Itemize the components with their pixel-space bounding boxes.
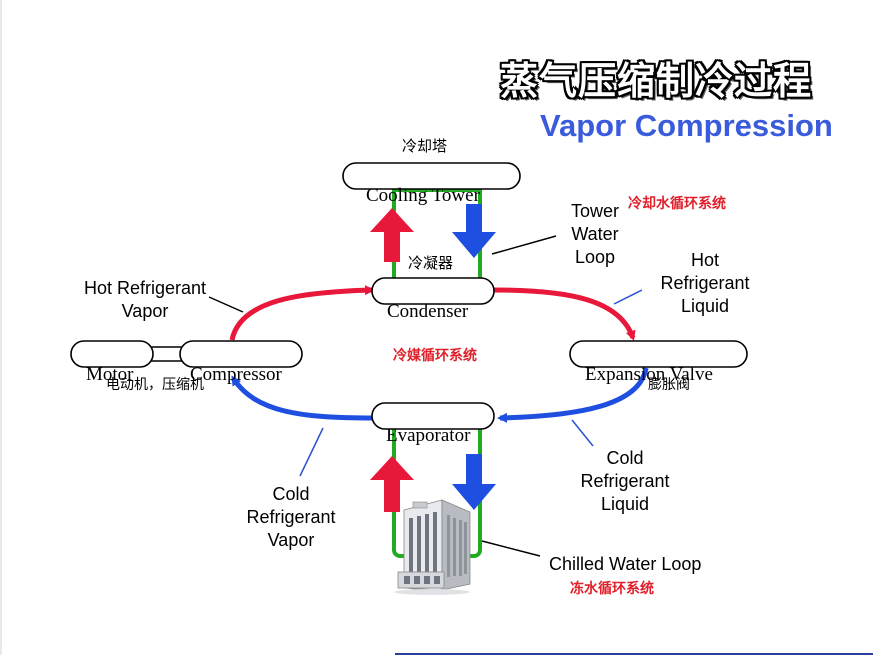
hot-refrigerant-vapor-label: Hot Refrigerant Vapor — [83, 278, 207, 321]
motor-box — [70, 340, 154, 368]
condenser-chinese-label: 冷凝器 — [408, 254, 454, 272]
cold-liquid-leader — [571, 419, 594, 447]
motor-shaft — [149, 346, 183, 362]
chinese-title: 蒸气压缩制冷过程 — [500, 59, 813, 103]
hot-vapor-flow — [229, 285, 375, 341]
chilled-water-loop-label: Chilled Water Loop — [549, 554, 702, 574]
cold-vapor-flow — [230, 375, 373, 421]
motor-label: Motor — [86, 364, 134, 385]
cold-refrigerant-vapor-label: Cold Refrigerant Vapor — [246, 484, 336, 550]
condenser-box — [371, 277, 495, 305]
compressor-box — [179, 340, 303, 368]
evaporator-box — [371, 402, 495, 430]
hot-refrigerant-liquid-label: Hot Refrigerant Liquid — [660, 250, 750, 316]
compressor-label: Compressor — [190, 364, 282, 385]
expansion-valve-label: Expansion Valve — [585, 364, 713, 385]
english-title: Vapor Compression — [540, 108, 833, 143]
hot-vapor-leader — [208, 296, 244, 313]
tower-water-loop-label: Tower Water Loop — [570, 201, 619, 267]
evaporator-label: Evaporator — [386, 425, 471, 446]
motor-compressor-chinese-label: 电动机，压缩机 — [106, 377, 204, 393]
chilled-supply-down-arrow — [452, 454, 496, 510]
office-building-icon — [394, 499, 471, 595]
chilled-water-loop-chinese: 冻水循环系统 — [570, 581, 654, 597]
hot-liquid-leader — [613, 289, 643, 305]
cooling-tower-chinese-label: 冷却塔 — [402, 137, 448, 155]
cold-liquid-flow — [497, 367, 649, 423]
tower-warm-water-up-arrow — [370, 208, 414, 262]
chilled-return-up-arrow — [370, 456, 414, 512]
cold-vapor-leader — [299, 427, 324, 477]
expansion-valve-box — [569, 340, 748, 368]
chilled-water-leader — [481, 540, 541, 557]
cold-refrigerant-liquid-label: Cold Refrigerant Liquid — [580, 448, 670, 514]
tower-water-loop-chinese: 冷却水循环系统 — [628, 196, 726, 212]
tower-water-leader — [491, 235, 557, 255]
refrigerant-loop-chinese: 冷媒循环系统 — [393, 348, 477, 364]
condenser-label: Condenser — [387, 301, 469, 322]
cooling-tower-box — [342, 162, 521, 190]
cooling-tower-label: Cooling Tower — [366, 185, 480, 206]
hot-liquid-flow — [493, 287, 636, 341]
expansion-valve-chinese-label: 膨胀阀 — [648, 377, 690, 393]
tower-cool-water-down-arrow — [452, 204, 496, 258]
